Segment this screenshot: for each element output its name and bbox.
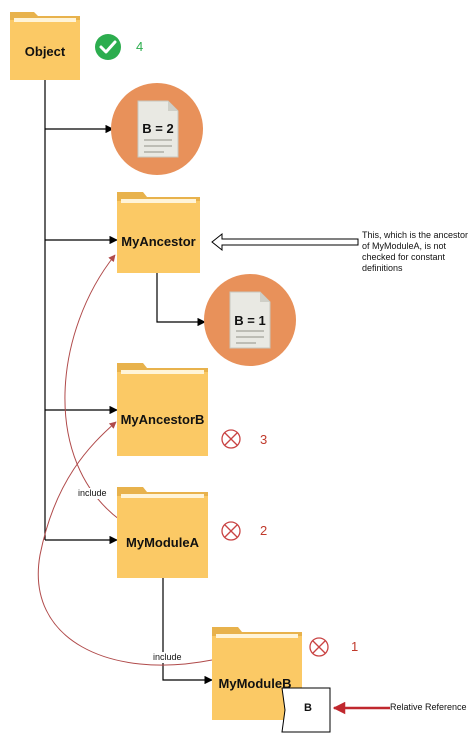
- status-number-object: 4: [136, 39, 144, 54]
- hierarchy-connectors: [44, 80, 213, 685]
- note-hollow-arrow: [211, 232, 359, 252]
- folder-label-my-ancestor: MyAncestor: [121, 234, 196, 249]
- check-icon: [95, 34, 121, 60]
- folder-label-object: Object: [24, 44, 66, 59]
- document-b-1: [204, 274, 296, 366]
- folder-my-ancestor: [117, 192, 200, 273]
- include-curves: [37, 254, 213, 666]
- arrow-ancestor-to-doc: [156, 272, 206, 327]
- cross-icon: [309, 637, 329, 657]
- include-curve-module-a-to-ancestor: [64, 254, 121, 521]
- folder-label-my-module-b: MyModuleB: [218, 676, 292, 691]
- folder-my-module-a: [117, 487, 208, 578]
- document-b-2: [111, 83, 203, 175]
- folder-label-my-module-a: MyModuleA: [126, 535, 199, 550]
- status-number-module-b: 1: [351, 639, 359, 654]
- include-label-lower: include: [152, 652, 183, 663]
- ancestor-note-line: definitions: [362, 263, 403, 273]
- ancestor-note-line: of MyModuleA, is not: [362, 241, 447, 251]
- include-label-upper: include: [77, 488, 108, 499]
- cross-icon: [221, 521, 241, 541]
- doc-label-b-2: B = 2: [142, 121, 174, 136]
- status-number-ancestor-b: 3: [260, 432, 268, 447]
- folder-my-module-b: [212, 627, 302, 720]
- doc-label-b-1: B = 1: [234, 313, 266, 328]
- ancestor-note: This, which is the ancestor of MyModuleA…: [362, 230, 470, 274]
- folder-object: [10, 12, 80, 80]
- folder-my-ancestor-b: [117, 363, 208, 456]
- cross-icon: [221, 429, 241, 449]
- ancestor-note-line: This, which is the ancestor: [362, 230, 469, 240]
- folder-label-my-ancestor-b: MyAncestorB: [120, 412, 205, 427]
- ancestor-note-line: checked for constant: [362, 252, 446, 262]
- reference-box: [281, 687, 331, 733]
- reference-box-label: B: [304, 702, 312, 714]
- relative-reference-label: Relative Reference: [390, 702, 467, 712]
- include-curve-module-b-to-ancestor-b: [37, 421, 213, 666]
- status-number-module-a: 2: [260, 523, 268, 538]
- arrow-module-a-to-module-b: [162, 577, 213, 685]
